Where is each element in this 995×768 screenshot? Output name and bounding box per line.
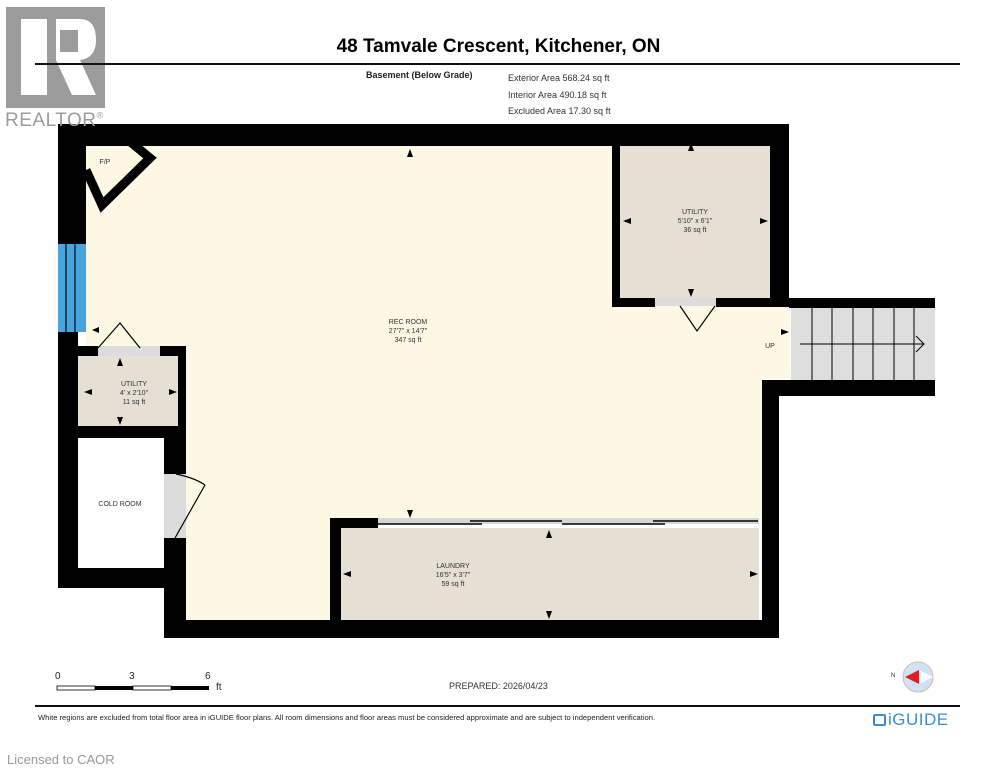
licensed-text: Licensed to CAOR <box>7 752 115 767</box>
fireplace-label: F/P <box>100 159 111 166</box>
realtor-logo: REALTOR® <box>0 0 118 136</box>
laundry-sliding-doors <box>378 518 759 525</box>
cold-room <box>78 438 164 568</box>
disclaimer-text: White regions are excluded from total fl… <box>38 713 656 722</box>
area-summary: Exterior Area 568.24 sq ft Interior Area… <box>508 70 611 120</box>
scale-tick-3: 3 <box>129 671 135 682</box>
footer-divider <box>35 705 960 707</box>
excluded-area: Excluded Area 17.30 sq ft <box>508 106 611 116</box>
rec-room-name: REC ROOM <box>389 319 428 326</box>
header-divider <box>35 63 960 65</box>
laundry-area: 59 sq ft <box>442 581 465 588</box>
utility-room-large <box>620 143 770 298</box>
scale-tick-0: 0 <box>55 671 61 682</box>
cold-room-name: COLD ROOM <box>98 501 141 508</box>
window <box>58 244 86 332</box>
utility-large-dims: 5'10" x 6'1" <box>678 218 713 225</box>
stair-treads <box>800 308 925 380</box>
realtor-r-icon <box>6 7 105 108</box>
rec-room-floor <box>86 146 790 620</box>
fireplace <box>81 136 157 213</box>
laundry-dims: 16'5" x 3'7" <box>436 572 471 579</box>
walls <box>58 124 935 638</box>
utility-large-name: UTILITY <box>682 209 708 216</box>
registered-mark: ® <box>96 110 104 121</box>
scale-tick-6: 6 <box>205 671 211 682</box>
utility-room-small <box>78 356 178 426</box>
rec-room-area: 347 sq ft <box>395 337 422 344</box>
laundry-name: LAUNDRY <box>436 563 470 570</box>
compass-north-label: N <box>891 673 896 679</box>
prepared-date: PREPARED: 2026/04/23 <box>449 681 548 691</box>
iguide-camera-icon <box>873 714 886 726</box>
utility-small-area: 11 sq ft <box>123 399 145 406</box>
utility-small-dims: 4' x 2'10" <box>120 390 149 397</box>
page-title: 48 Tamvale Crescent, Kitchener, ON <box>336 36 661 57</box>
realtor-wordmark: REALTOR <box>5 110 97 131</box>
exterior-area: Exterior Area 568.24 sq ft <box>508 73 610 83</box>
floor-label: Basement (Below Grade) <box>366 70 473 80</box>
utility-large-area: 36 sq ft <box>684 227 707 234</box>
laundry-room <box>341 528 759 620</box>
compass-icon <box>902 661 934 693</box>
doors <box>97 298 716 539</box>
scale-unit: ft <box>216 682 222 693</box>
utility-small-name: UTILITY <box>121 381 147 388</box>
rec-room-dims: 27'7" x 14'7" <box>389 328 428 335</box>
iguide-logo: iGUIDE <box>873 710 949 730</box>
scale-bar <box>56 685 209 691</box>
iguide-wordmark: iGUIDE <box>888 710 949 729</box>
stairs-up-label: UP <box>765 343 775 350</box>
interior-area: Interior Area 490.18 sq ft <box>508 89 607 100</box>
dimension-arrows <box>84 143 789 619</box>
